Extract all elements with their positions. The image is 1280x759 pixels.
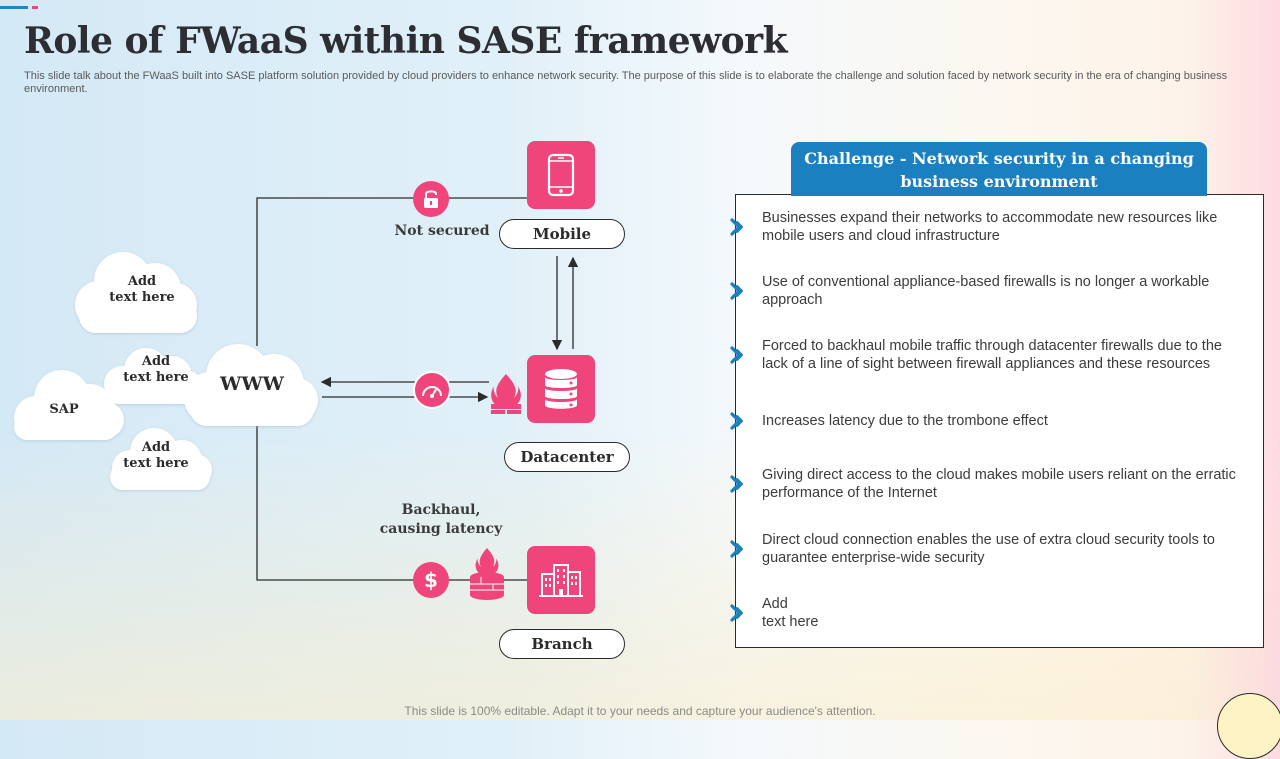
challenge-box [735,194,1264,648]
challenge-bullet: Businesses expand their networks to acco… [726,209,1246,245]
diagram-canvas [14,197,579,600]
cloud-1 [75,252,197,333]
decorative-circle [1217,693,1280,759]
cloud-2-label: Add text here [123,354,189,385]
corner-accent [0,6,40,9]
database-icon [545,369,577,409]
datacenter-tile [527,355,595,423]
smartphone-icon [547,153,575,197]
cloud-3-label: Add text here [123,440,189,471]
dollar-icon: $ [413,562,449,598]
cloud-sap-label: SAP [49,402,79,417]
challenge-header: Challenge - Network security in a changi… [791,142,1207,196]
datacenter-label: Datacenter [504,442,630,472]
bullet-text: Add text here [762,596,819,630]
building-icon [539,564,583,597]
footer-note: This slide is 100% editable. Adapt it to… [404,704,876,718]
chevron-right-icon [726,538,748,560]
chevron-right-icon [726,410,748,432]
branch-tile [527,546,595,614]
backhaul-note: Backhaul, causing latency [379,502,503,537]
mobile-label: Mobile [499,219,625,249]
cloud-www-label: WWW [219,373,284,395]
cloud-www [184,344,318,426]
cloud-3 [110,428,212,490]
firewall-icon [470,548,504,600]
challenge-bullet: Direct cloud connection enables the use … [726,531,1246,567]
cloud-sap [14,370,124,440]
arrows [320,256,579,403]
challenge-bullet: Increases latency due to the trombone ef… [726,410,1246,432]
speedometer-icon [413,371,451,409]
bullet-text: Use of conventional appliance-based fire… [762,274,1210,308]
chevron-right-icon [726,344,748,366]
lock-icon [413,181,449,217]
bullet-text: Increases latency due to the trombone ef… [762,413,1048,429]
firewall-icon [491,374,521,414]
mobile-tile [527,141,595,209]
branch-label: Branch [499,629,625,659]
chevron-right-icon [726,473,748,495]
slide-title: Role of FWaaS within SASE framework [24,20,788,62]
bullet-text: Direct cloud connection enables the use … [762,532,1215,566]
cloud-1-label: Add text here [109,274,175,305]
challenge-bullet: Forced to backhaul mobile traffic throug… [726,337,1246,373]
bullet-text: Forced to backhaul mobile traffic throug… [762,338,1222,372]
chevron-right-icon [726,602,748,624]
challenge-bullet: Giving direct access to the cloud makes … [726,466,1246,502]
chevron-right-icon [726,280,748,302]
slide-subtitle: This slide talk about the FWaaS built in… [24,70,1228,95]
bullet-text: Businesses expand their networks to acco… [762,210,1218,244]
challenge-bullet: Add text here [726,595,1246,631]
not-secured-note: Not secured [394,223,490,239]
challenge-bullet: Use of conventional appliance-based fire… [726,273,1246,309]
cloud-2 [104,348,202,404]
chevron-right-icon [726,216,748,238]
bullet-text: Giving direct access to the cloud makes … [762,467,1236,501]
svg-text:$: $ [424,568,438,592]
